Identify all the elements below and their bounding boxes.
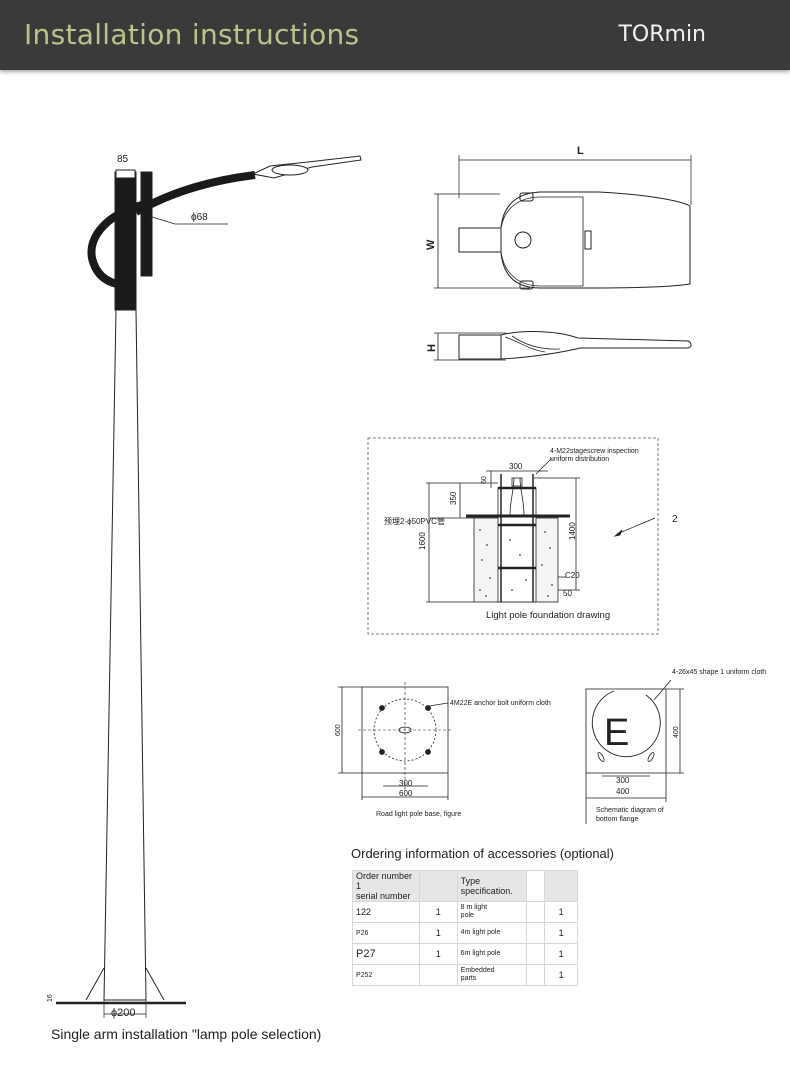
pole-top-sleeve: [114, 171, 137, 311]
lamp-head-small: [251, 155, 362, 179]
flange-dim-400: 400: [616, 787, 630, 796]
foundation-screw-note-1: 4-M22stagescrew inspection: [550, 448, 639, 455]
ordering-table-header: Order number 1 serial number Type specif…: [352, 870, 578, 902]
header-cell-qty: [418, 870, 458, 902]
pole-cap: [115, 169, 136, 179]
header-cell-order-number: Order number 1 serial number: [352, 870, 420, 902]
light-pole-drawing: [56, 155, 362, 1018]
arm-diameter-label: ϕ68: [191, 212, 208, 223]
lamp-width-label: W: [425, 239, 437, 250]
base-plate-caption: Road light pole base, figure: [376, 811, 461, 818]
table-row: P27 1 6m light pole 1: [352, 943, 578, 965]
pole-top-width-label: 85: [117, 154, 129, 165]
base-plate-dim-600-side: 600: [335, 724, 342, 736]
arm-bracket: [140, 171, 153, 277]
lamp-arm: [134, 171, 256, 216]
foundation-callout-number: 2: [672, 514, 678, 525]
foundation-dim-300: 300: [509, 462, 523, 471]
foundation-dim-1400: 1400: [568, 522, 577, 540]
foundation-dim-c20: C20: [565, 571, 580, 580]
base-height-label: 16: [47, 994, 54, 1002]
foundation-screw-note-2: uniform distribution: [550, 456, 609, 463]
lamp-side-view: [434, 331, 692, 361]
lamp-length-label: L: [577, 145, 584, 157]
foundation-dim-60: 60: [481, 476, 488, 484]
foundation-dim-50: 50: [563, 589, 572, 598]
bottom-flange-drawing: [585, 679, 684, 824]
flange-dim-300: 300: [616, 776, 630, 785]
flange-caption-line-2: bottom flange: [596, 816, 639, 823]
ordering-title: Ordering information of accessories (opt…: [351, 846, 615, 861]
brand-logo-text: TORmin: [618, 22, 706, 47]
page-title: Installation instructions: [24, 18, 360, 51]
base-plate-anchor-note: 4M22E anchor bolt uniform cloth: [450, 700, 551, 707]
flange-dim-400-side: 400: [673, 726, 680, 738]
pole-shaft: [103, 309, 147, 1001]
header-cell-amount: [544, 870, 578, 902]
foundation-pvc-note: 预埋2-ϕ50PVC管: [384, 516, 445, 526]
ordering-table: Order number 1 serial number Type specif…: [352, 870, 578, 986]
base-diameter-label: ϕ200: [111, 1007, 136, 1019]
foundation-dim-1600: 1600: [418, 532, 427, 550]
lamp-height-label: H: [426, 344, 438, 352]
base-plate-dim-300: 300: [399, 779, 413, 788]
table-row: P26 1 4m light pole 1: [352, 922, 578, 944]
flange-letter: E: [604, 712, 629, 754]
pole-selection-caption: Single arm installation "lamp pole selec…: [51, 1026, 322, 1042]
base-plate-dim-600: 600: [399, 789, 413, 798]
foundation-dim-350: 350: [449, 491, 458, 505]
lamp-head-housing: [271, 164, 309, 176]
header-cell-type: Type specification.: [456, 870, 527, 902]
base-plate-drawing: [338, 682, 452, 800]
lamp-top-view: [434, 155, 692, 290]
flange-caption-line-1: Schematic diagram of: [596, 807, 664, 814]
foundation-drawing: [367, 437, 659, 635]
arm-loop: [87, 201, 144, 289]
header-bar: Installation instructions TORmin: [0, 0, 790, 70]
foundation-caption: Light pole foundation drawing: [486, 610, 610, 621]
flange-shape-note: 4-26x45 shape 1 uniform cloth: [672, 669, 766, 676]
